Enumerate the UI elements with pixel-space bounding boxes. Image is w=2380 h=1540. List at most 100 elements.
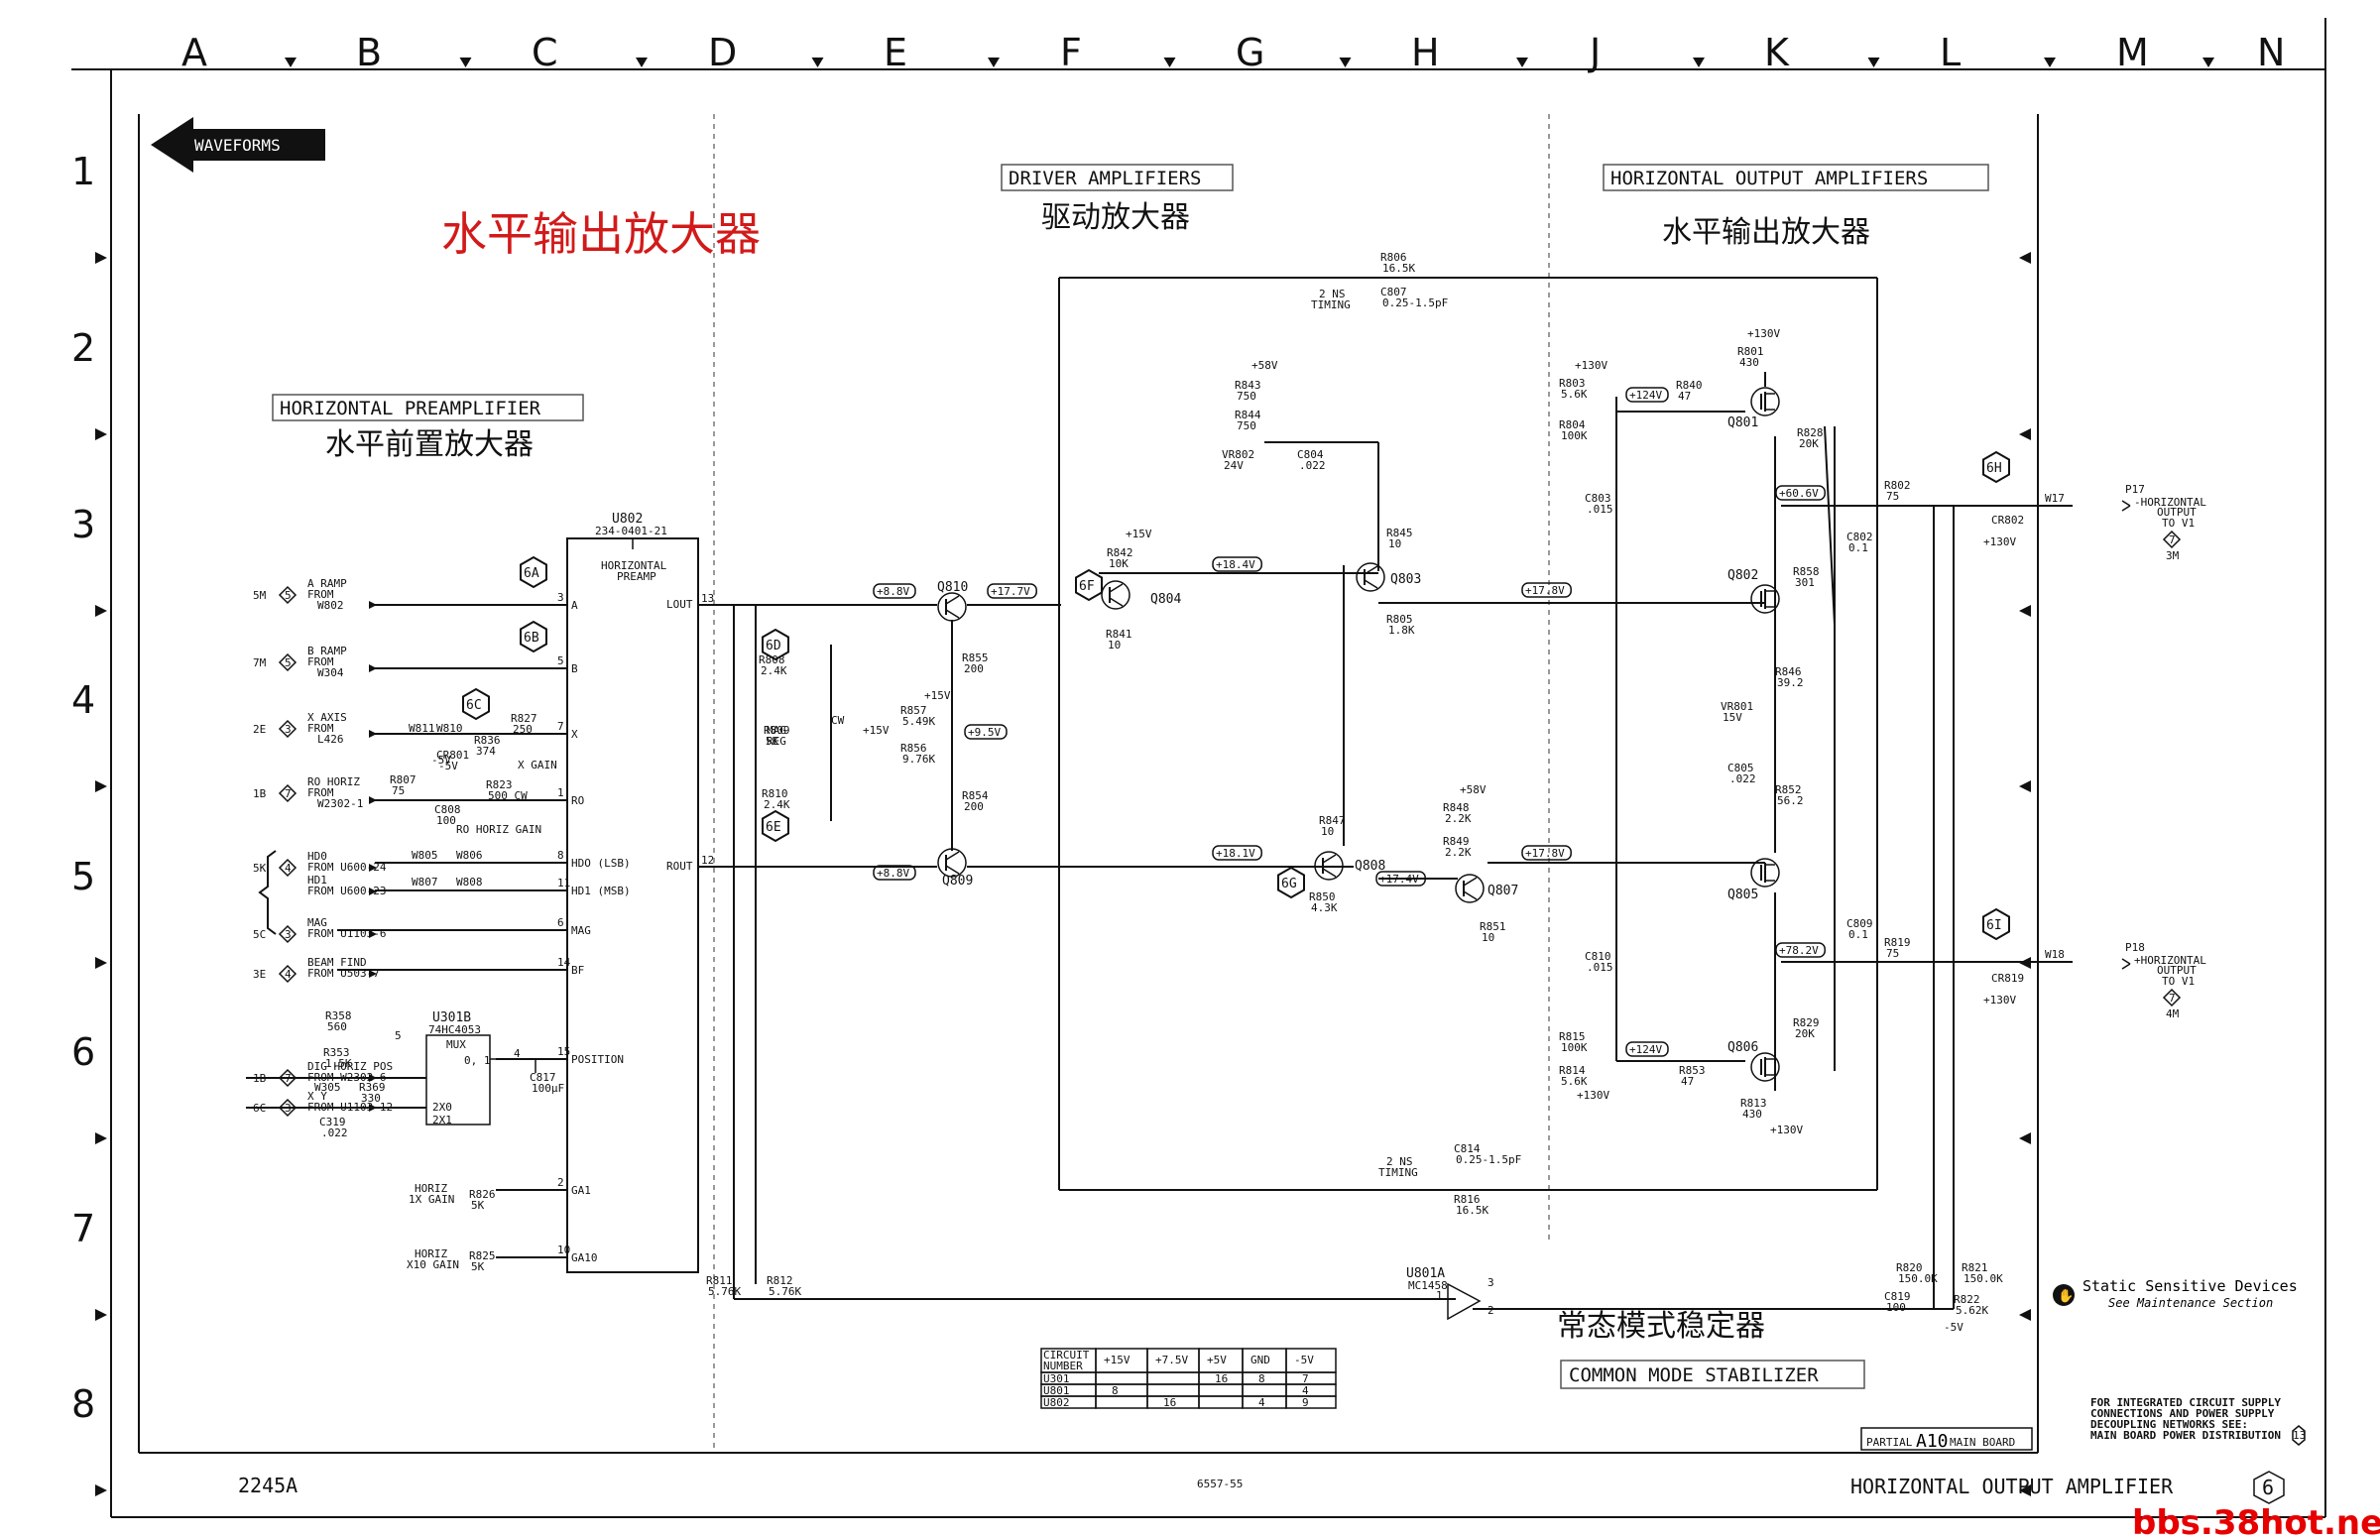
- output-title-cn: 水平输出放大器: [1662, 215, 1870, 250]
- component-value: 750: [1237, 390, 1256, 403]
- u802-pin-num: 1: [557, 786, 564, 799]
- grid-tick: [459, 58, 472, 67]
- voltage-value: +17.8V: [1525, 847, 1565, 860]
- table-header: +5V: [1207, 1354, 1227, 1366]
- component-ref: W808: [456, 876, 483, 888]
- hex-marker-label: 6I: [1986, 918, 2002, 933]
- component-value: 100: [436, 814, 456, 827]
- frame: [71, 18, 2326, 1518]
- u802-rout: ROUT: [666, 860, 693, 873]
- component-value: .015: [1587, 503, 1613, 516]
- grid-col-H: H: [1411, 31, 1440, 74]
- grid-col-K: K: [1764, 31, 1790, 74]
- component-ref: C810: [1585, 950, 1611, 963]
- u802-pin-label: RO: [571, 794, 584, 807]
- grid-col-D: D: [708, 31, 737, 74]
- waveforms-banner[interactable]: WAVEFORMS: [151, 117, 325, 173]
- u802-pin-num: 10: [557, 1244, 570, 1256]
- svg-text:13: 13: [2293, 1429, 2306, 1442]
- component-value: 5K: [471, 1260, 485, 1273]
- component-value: 20K: [1799, 437, 1819, 450]
- grid-row-2: 2: [71, 326, 95, 370]
- component-ref: R857: [900, 704, 927, 717]
- input-label: BEAM FIND: [307, 956, 367, 969]
- transistor-label: Q806: [1727, 1040, 1758, 1055]
- cw-label: CW: [831, 714, 845, 727]
- u802-pin-label: HDO (LSB): [571, 857, 631, 870]
- table-cell: 16: [1163, 1396, 1176, 1409]
- voltage-value: +8.8V: [877, 585, 909, 598]
- grid-col-C: C: [532, 31, 558, 74]
- grid-col-L: L: [1940, 31, 1961, 74]
- rail-label: +130V: [1983, 535, 2016, 548]
- component-value: 9.76K: [902, 753, 935, 766]
- input-label: FROM U1103-12: [307, 1101, 393, 1114]
- grid-tick: [811, 58, 824, 67]
- input-label: FROM: [307, 655, 334, 668]
- component-value: 560: [327, 1020, 347, 1033]
- grid-col-E: E: [884, 31, 907, 74]
- input-grid: 3: [285, 928, 292, 941]
- input-label: HD1: [307, 874, 327, 887]
- grid-col-B: B: [356, 31, 382, 74]
- component-ref: R803: [1559, 377, 1586, 390]
- component-ref: R811: [706, 1274, 733, 1287]
- ic-supply-note: FOR INTEGRATED CIRCUIT SUPPLY CONNECTION…: [2090, 1396, 2306, 1446]
- transistor-label: Q810: [937, 580, 968, 595]
- component-ref: R815: [1559, 1030, 1586, 1043]
- component-value: 2.4K: [761, 664, 787, 677]
- component-ref: R828: [1797, 426, 1824, 439]
- u802-pin-label: POSITION: [571, 1053, 624, 1066]
- u301b-p4: 4: [514, 1047, 521, 1060]
- component-ref: R816: [1454, 1193, 1481, 1206]
- grid-tick: [2019, 605, 2031, 617]
- voltage-value: +9.5V: [968, 726, 1001, 739]
- voltage-tag: [964, 724, 1008, 740]
- component-ref: R822: [1954, 1293, 1980, 1306]
- output-label: TO V1: [2162, 517, 2195, 530]
- voltage-tag: [1375, 871, 1426, 887]
- component-ref: C808: [434, 803, 461, 816]
- component-ref: R358: [325, 1009, 352, 1022]
- component-value: 430: [1742, 1108, 1762, 1121]
- input-label: X Y: [307, 1090, 327, 1103]
- hex-marker-6h: [1982, 450, 2010, 484]
- input-label: HD0: [307, 850, 327, 863]
- component-value: 374: [476, 745, 496, 758]
- component-value: 430: [1739, 356, 1759, 369]
- page-number: 6: [2262, 1476, 2274, 1499]
- component-value: 100µF: [532, 1082, 564, 1095]
- u801a-p1: 1: [1436, 1289, 1443, 1302]
- input-label: RO HORIZ: [307, 775, 360, 788]
- w18-label: W18: [2045, 948, 2065, 961]
- output-label: OUTPUT: [2157, 506, 2197, 519]
- component-ref: R801: [1737, 345, 1764, 358]
- input-label: L426: [317, 733, 344, 746]
- component-ref: C805: [1727, 762, 1754, 774]
- input-label: FROM: [307, 588, 334, 601]
- table-cell: 16: [1215, 1372, 1228, 1385]
- transistor-q805: [1750, 858, 1780, 888]
- driver-title: DRIVER AMPLIFIERS: [1009, 168, 1201, 189]
- ref-diamond: [278, 719, 298, 739]
- component-ref: R847: [1319, 814, 1346, 827]
- input-label: W2302-1: [317, 797, 363, 810]
- grid-tick: [1339, 58, 1352, 67]
- component-value: 10: [1482, 931, 1494, 944]
- rail-label: -5V: [431, 754, 451, 767]
- u802-name: HORIZONTAL: [601, 559, 667, 572]
- grid-row-6: 6: [71, 1030, 95, 1074]
- component-ref: R825: [469, 1249, 496, 1262]
- grid-tick: [95, 1309, 107, 1321]
- component-ref: W811: [409, 722, 435, 735]
- input-label: FROM: [307, 722, 334, 735]
- component-value: 150.0K: [1964, 1272, 2003, 1285]
- voltage-tag: [1625, 1041, 1669, 1057]
- component-ref: W810: [436, 722, 463, 735]
- voltage-tag: [1521, 845, 1572, 861]
